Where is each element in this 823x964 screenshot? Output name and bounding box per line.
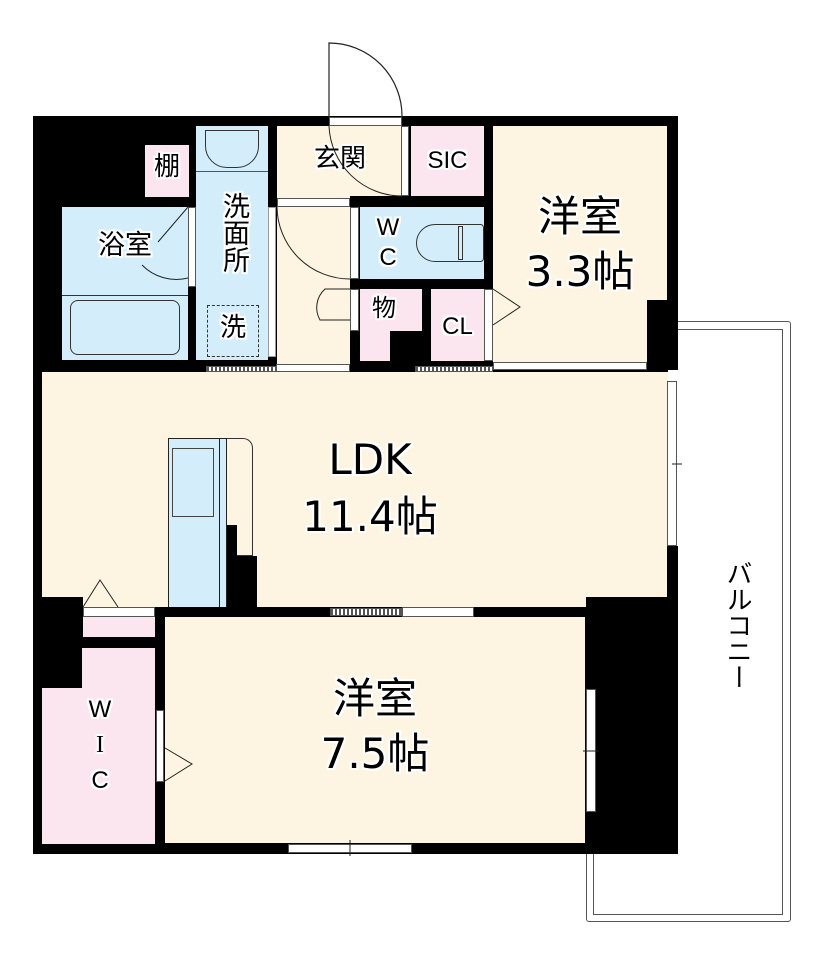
sink-icon <box>205 130 259 168</box>
room-washroom <box>196 126 268 360</box>
room-western-small <box>493 126 667 362</box>
bathtub-basin <box>70 300 180 355</box>
storage-label: 物 <box>372 294 396 322</box>
room-western-large <box>165 617 585 843</box>
wic-label-w: W <box>88 696 112 723</box>
wic-door <box>156 710 164 782</box>
lower-door-opening <box>402 607 474 617</box>
room-sic <box>411 126 484 196</box>
genkan-label: 玄関 <box>313 144 366 174</box>
kitchen-counter <box>168 438 227 608</box>
sic-label: SIC <box>427 147 468 174</box>
sliding-door-western-small <box>415 366 493 372</box>
wc-label-w: W <box>376 214 400 241</box>
closet-label: CL <box>442 313 473 340</box>
room-tana <box>145 145 189 197</box>
ldk-name: LDK <box>328 435 412 484</box>
kitchen-hood <box>227 438 253 556</box>
wic-label-i: I <box>96 732 104 758</box>
hall-partition <box>277 198 350 207</box>
sliding-door-lower <box>330 608 402 616</box>
pillar-right <box>586 597 678 679</box>
western-large-name: 洋室 <box>332 674 417 723</box>
sliding-door-washroom <box>206 366 276 372</box>
balcony-label: バルコニー <box>722 560 752 690</box>
bathtub <box>62 295 188 360</box>
wic-entrance <box>83 617 155 637</box>
toilet-icon <box>416 224 484 262</box>
washroom-label: 洗面所 <box>218 192 249 273</box>
wic-label-c: C <box>91 767 109 794</box>
room-ldk <box>42 372 668 607</box>
western-small-size: 3.3帖 <box>525 247 635 296</box>
bathroom-label: 浴室 <box>98 230 152 261</box>
room-hallway <box>277 196 350 364</box>
kitchen-sink <box>172 448 214 517</box>
wc-label-c: C <box>379 244 397 271</box>
room-bathroom <box>62 207 188 360</box>
tana-label: 棚 <box>153 152 180 182</box>
ldk-size: 11.4帖 <box>302 492 438 541</box>
entrance-door <box>329 117 402 126</box>
washer-label: 洗 <box>219 313 246 343</box>
western-large-size: 7.5帖 <box>320 729 430 778</box>
washer-space <box>207 305 259 357</box>
room-closet <box>431 289 484 361</box>
western-small-name: 洋室 <box>537 192 622 241</box>
